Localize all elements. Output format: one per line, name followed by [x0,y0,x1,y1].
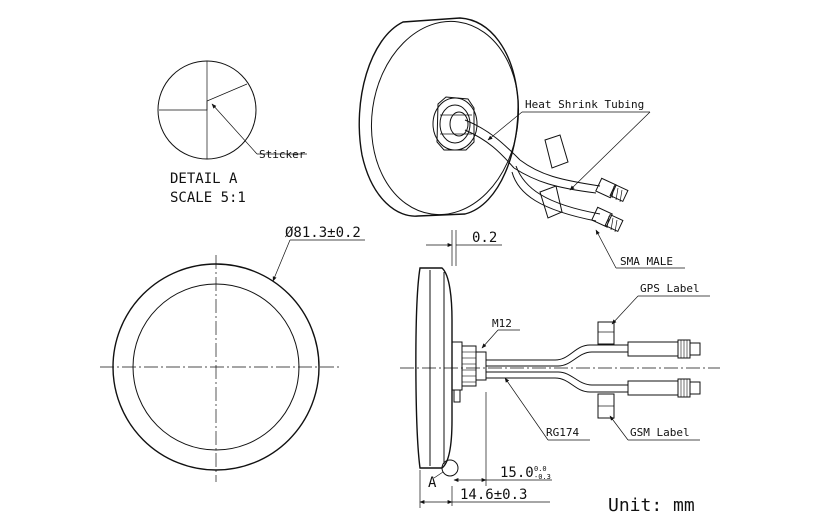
isometric-view: Heat Shrink Tubing SMA MALE [358,17,685,269]
rg174-label: RG174 [546,426,579,439]
sma-male-label: SMA MALE [620,255,673,268]
unit-label: Unit: mm [608,495,695,516]
gsm-label: GSM Label [630,426,690,439]
gps-label: GPS Label [640,282,700,295]
sticker-label: Sticker [259,148,306,161]
diameter-dimension: Ø81.3±0.2 [285,225,361,241]
dim-15-tol-upper: 0.0 [534,465,547,473]
detail-a-view: Sticker DETAIL A SCALE 5:1 [157,60,307,206]
dim-15-tol-lower: -0.3 [534,473,551,481]
detail-a-marker: A [428,475,437,491]
dim-15-0: 15.0 [500,465,534,481]
dim-14-6: 14.6±0.3 [460,487,527,503]
side-view: A 0.2 M12 GPS Label RG174 GSM Label 15.0… [400,230,720,508]
m12-label: M12 [492,317,512,330]
dim-0-2: 0.2 [472,230,497,246]
heat-shrink-label: Heat Shrink Tubing [525,98,644,111]
front-view: Ø81.3±0.2 [100,225,365,482]
detail-scale: SCALE 5:1 [170,190,246,206]
detail-title: DETAIL A [170,171,238,187]
